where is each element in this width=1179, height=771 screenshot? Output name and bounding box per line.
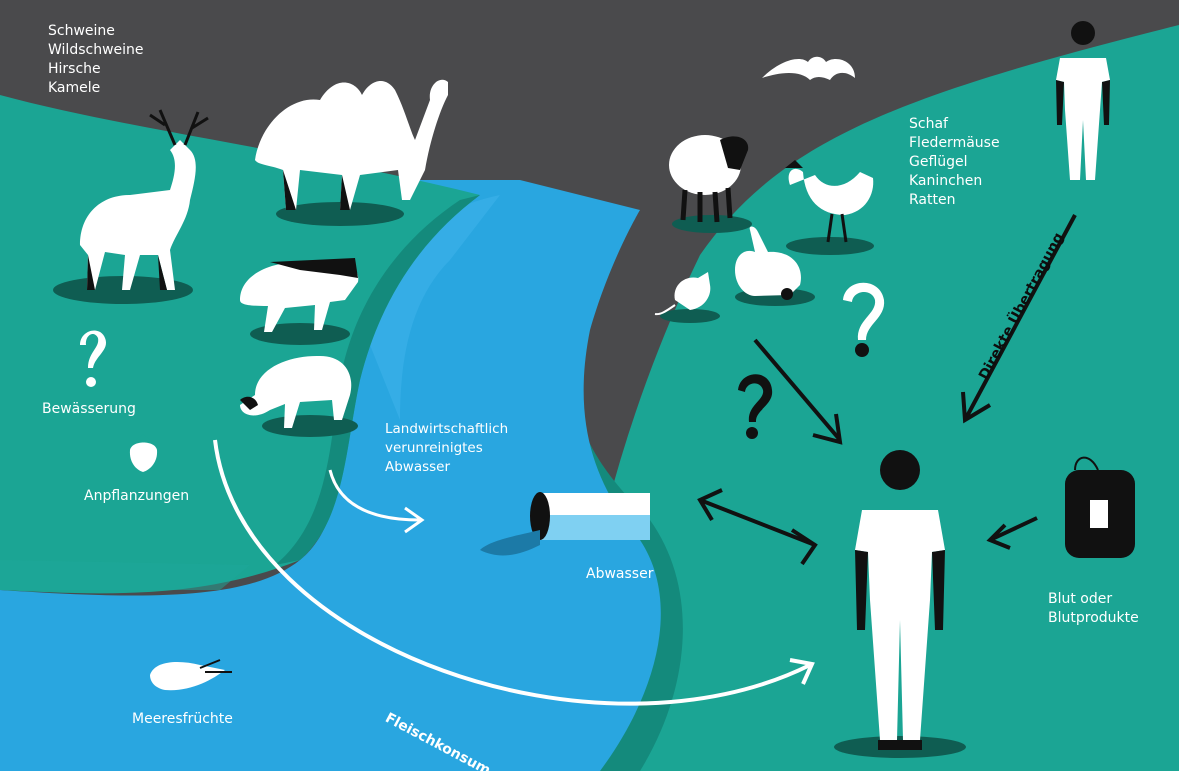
question-mark-icon xyxy=(80,330,107,387)
right-animal-list: Schaf Fledermäuse Geflügel Kaninchen Rat… xyxy=(909,115,1000,210)
right-animal-label: Schaf xyxy=(909,116,948,132)
left-animal-label: Wildschweine xyxy=(48,42,144,58)
question-mark-icon xyxy=(738,374,773,439)
pipe-icon xyxy=(480,492,650,556)
river xyxy=(0,180,661,771)
left-land-bank xyxy=(275,195,480,565)
crops-label: Anpflanzungen xyxy=(84,488,190,504)
rabbit-icon xyxy=(735,226,801,300)
blood-label: Blut oder Blutprodukte xyxy=(1048,590,1139,628)
deer-icon xyxy=(80,109,209,290)
wild-boar-icon xyxy=(240,258,359,332)
left-animal-label: Kamele xyxy=(48,80,101,96)
arrows xyxy=(213,214,1077,706)
agri-wastewater-label: Landwirtschaftlich verunreinigtes Abwass… xyxy=(385,420,508,477)
agri-wastewater-line: verunreinigtes xyxy=(385,440,483,456)
left-animal-label: Schweine xyxy=(48,23,115,39)
wastewater-label: Abwasser xyxy=(586,566,654,582)
right-animal-label: Geflügel xyxy=(909,154,968,170)
left-animal-list: Schweine Wildschweine Hirsche Kamele xyxy=(48,22,144,98)
seafood-label: Meeresfrüchte xyxy=(132,711,233,727)
chicken-icon xyxy=(785,160,874,243)
blood-bag-icon xyxy=(1065,456,1135,558)
right-land xyxy=(565,25,1179,771)
agri-wastewater-line: Abwasser xyxy=(385,459,451,475)
left-land-edge xyxy=(0,560,250,590)
human-icon xyxy=(1056,21,1110,180)
rat-icon xyxy=(654,272,711,316)
irrigation-label: Bewässerung xyxy=(42,401,136,417)
shrimp-icon xyxy=(150,659,232,691)
camel-icon xyxy=(255,79,448,210)
right-animal-label: Ratten xyxy=(909,192,956,208)
sheep-icon xyxy=(669,135,749,223)
pig-icon xyxy=(240,355,352,428)
blood-line: Blut oder xyxy=(1048,591,1113,607)
agri-wastewater-line: Landwirtschaftlich xyxy=(385,421,509,437)
right-animal-label: Fledermäuse xyxy=(909,135,1000,151)
right-animal-label: Kaninchen xyxy=(909,173,983,189)
human-icon xyxy=(855,450,945,750)
left-animal-label: Hirsche xyxy=(48,61,101,77)
question-mark-icon xyxy=(843,282,885,357)
blood-line: Blutprodukte xyxy=(1048,610,1139,626)
bat-icon xyxy=(762,56,855,80)
river-light xyxy=(360,195,500,420)
strawberry-icon xyxy=(129,434,158,472)
